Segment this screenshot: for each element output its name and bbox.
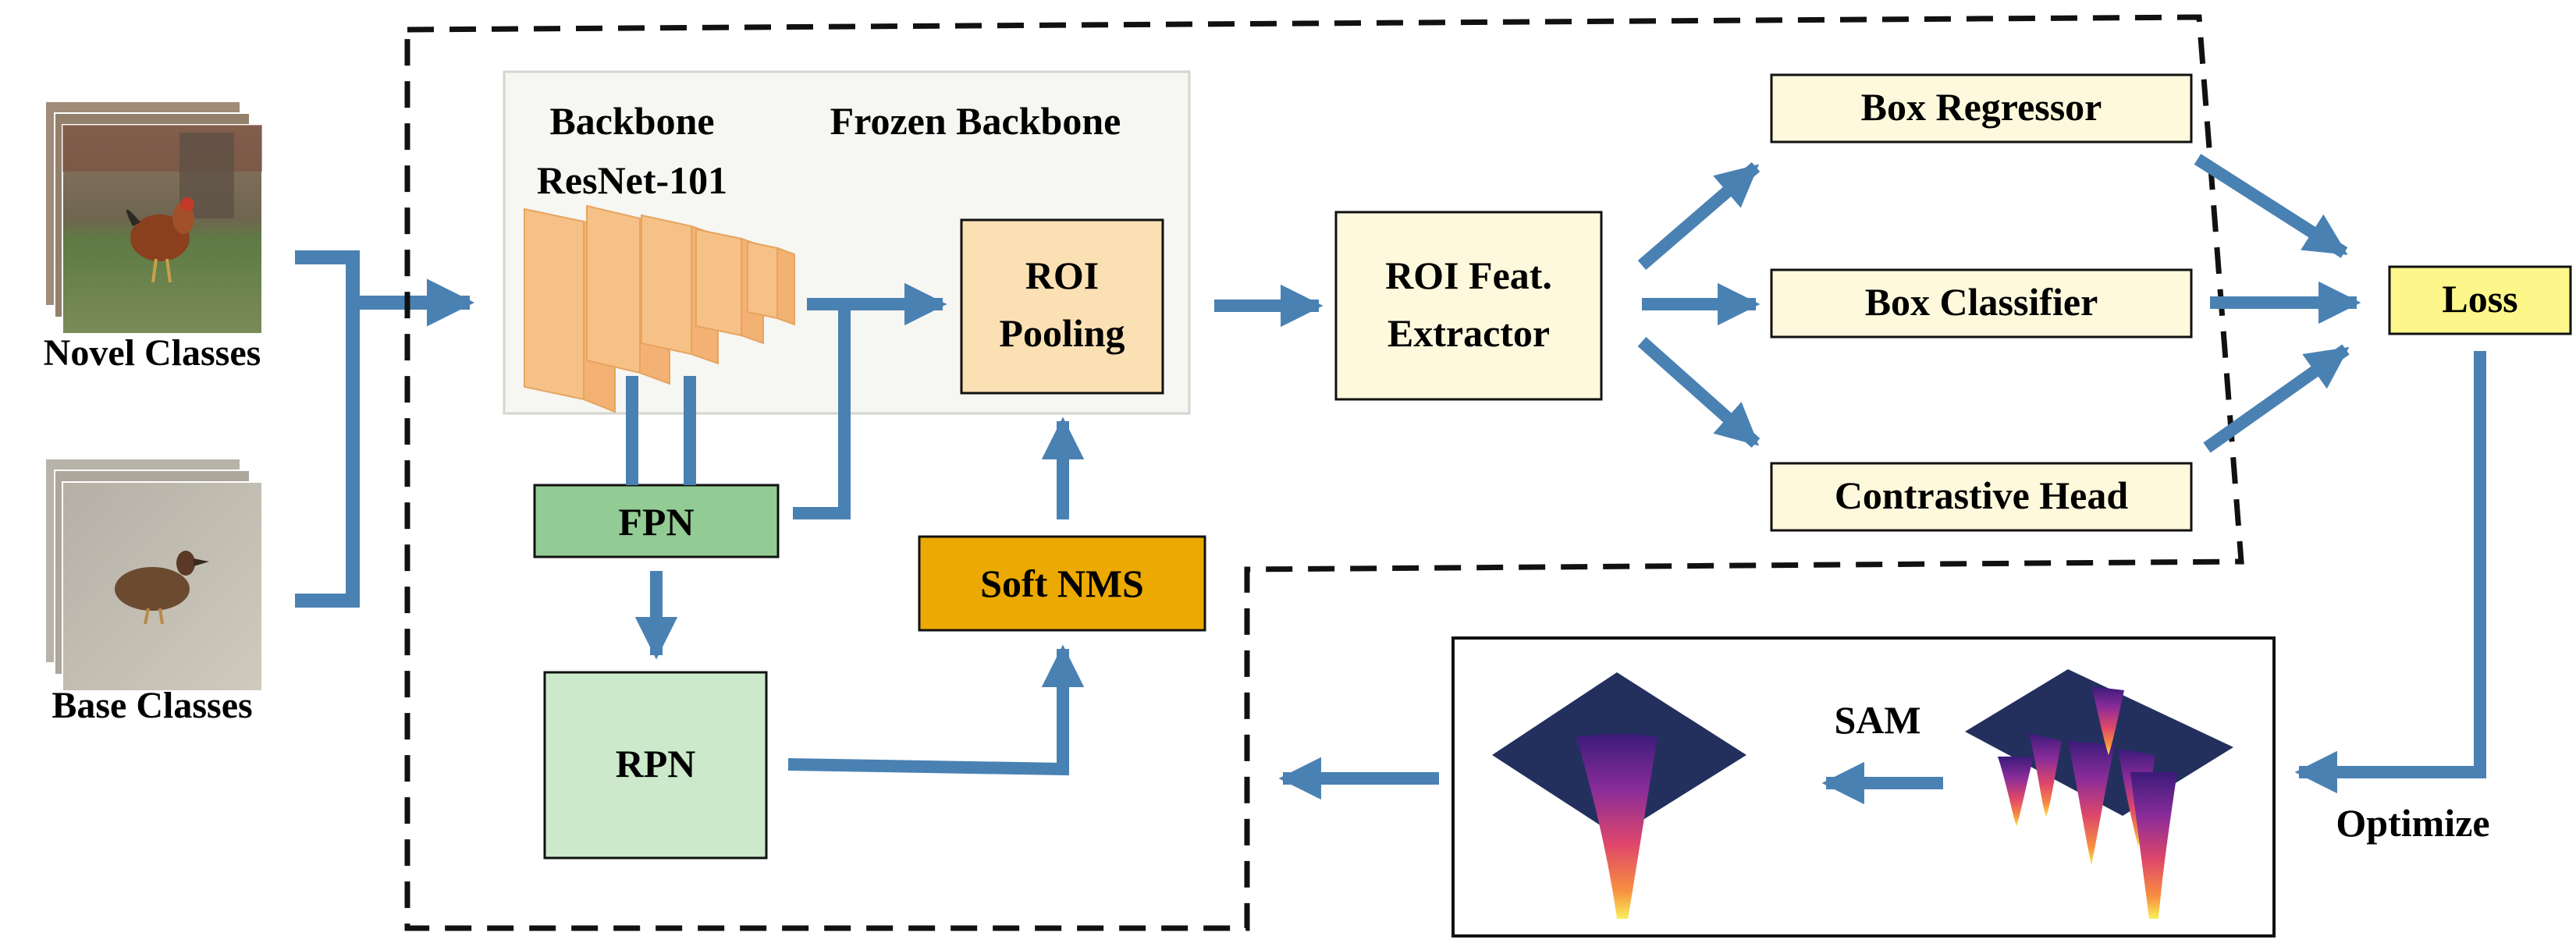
- input-merge-connector: [295, 250, 475, 608]
- roi-pooling-label-line2: Pooling: [999, 311, 1125, 355]
- flat-minimum-surface: [1492, 672, 1746, 919]
- arrow-contrastive-head-to-loss: [2203, 344, 2350, 453]
- feature-block-5: [747, 240, 795, 326]
- roi-feat-extractor-box: [1334, 211, 1603, 401]
- box-classifier-box: [1770, 268, 2193, 339]
- novel-classes-label: Novel Classes: [44, 332, 261, 374]
- contrastive-head-label: Contrastive Head: [1835, 473, 2129, 517]
- backbone-resnet-label: ResNet-101: [537, 158, 727, 202]
- duck-shape: [115, 551, 209, 625]
- box-regressor-label: Box Regressor: [1861, 85, 2102, 129]
- arrow-roi-feat-to-box-regressor: [1637, 161, 1761, 271]
- base-classes-image-stack: [44, 458, 263, 692]
- backbone-label: Backbone: [549, 99, 714, 143]
- contrastive-head-box: [1770, 462, 2193, 532]
- arrow-loss-to-sam-panel: [2294, 351, 2486, 794]
- roi-pooling-label-line1: ROI: [1025, 253, 1099, 297]
- roi-feat-label-line1: ROI Feat.: [1385, 253, 1552, 297]
- loss-label: Loss: [2442, 277, 2517, 321]
- flow-arrows: [626, 154, 2486, 805]
- arrow-box-regressor-to-loss: [2194, 154, 2348, 258]
- box-regressor-box: [1770, 73, 2193, 144]
- arrow-rpn-to-soft-nms: [787, 644, 1085, 776]
- rpn-label: RPN: [616, 742, 696, 785]
- novel-classes-image-stack: [44, 101, 263, 335]
- frozen-backbone-label: Frozen Backbone: [830, 99, 1121, 143]
- soft-nms-box: [918, 535, 1206, 632]
- fpn-label: FPN: [618, 500, 694, 544]
- box-classifier-label: Box Classifier: [1865, 280, 2098, 324]
- rooster-shape: [126, 197, 194, 283]
- arrow-fpn-to-roi-pooling: [793, 304, 851, 519]
- fpn-box: [533, 484, 780, 558]
- soft-nms-label: Soft NMS: [980, 562, 1144, 605]
- roi-pooling-box: [960, 218, 1164, 395]
- base-classes-label: Base Classes: [52, 685, 252, 726]
- optimize-label: Optimize: [2336, 801, 2489, 845]
- arrow-roi-feat-to-contrastive-head: [1637, 337, 1761, 448]
- backbone-feature-blocks: [524, 204, 795, 413]
- sharp-minimum-surface: [1965, 669, 2233, 919]
- rpn-box: [543, 671, 768, 860]
- sam-label: SAM: [1834, 698, 1920, 742]
- roi-feat-label-line2: Extractor: [1387, 311, 1550, 355]
- loss-box: [2388, 265, 2572, 335]
- trainable-region-boundary: [404, 14, 2244, 931]
